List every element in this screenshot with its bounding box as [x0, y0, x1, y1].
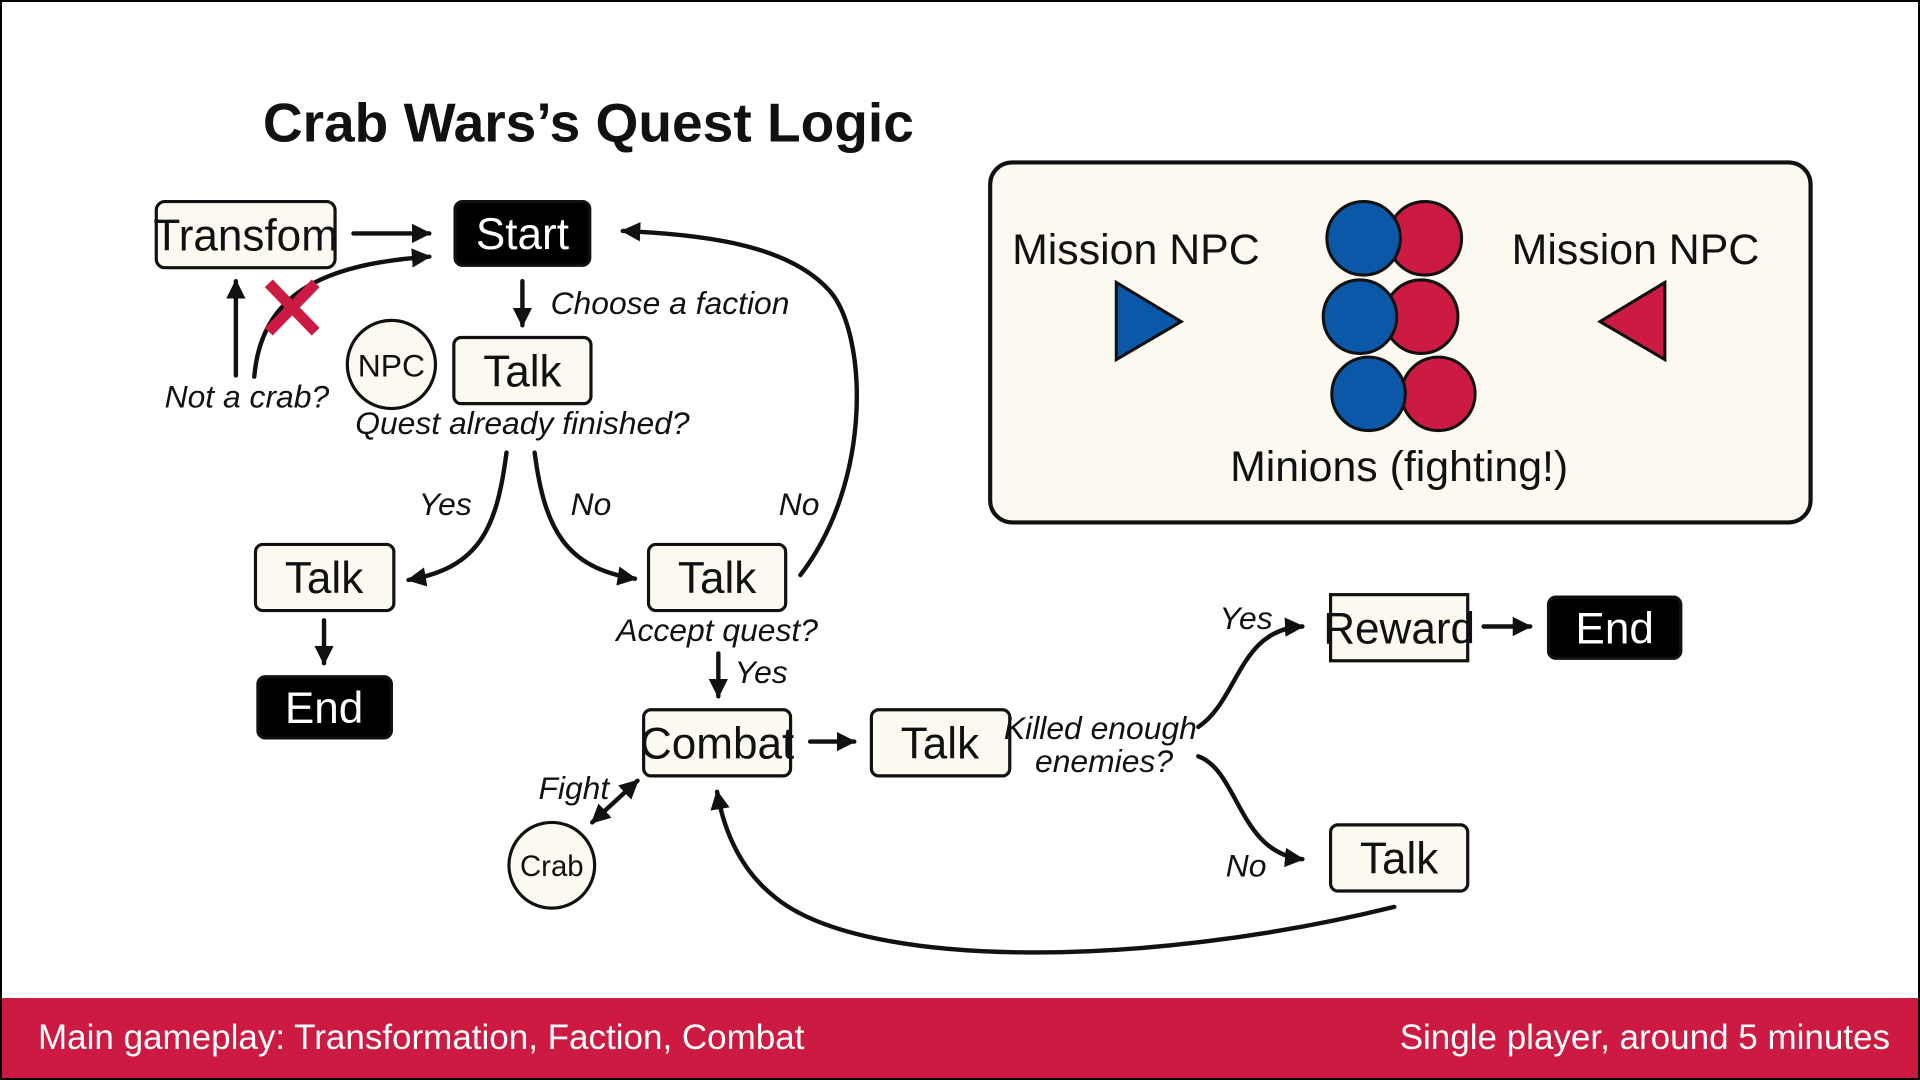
arrow-no-finished: [532, 450, 638, 586]
legend-panel: Mission NPC Mission NPC Minions (fightin…: [988, 160, 1813, 525]
node-talk-check-label: Talk: [901, 720, 980, 769]
arrow-fight-bidirectional: [590, 778, 640, 825]
label-no-accept: No: [779, 486, 820, 522]
node-talk-no: Talk: [1328, 823, 1470, 893]
blocked-x-icon: [264, 279, 320, 336]
node-end-right-label: End: [1575, 604, 1653, 653]
legend-mission-npc-left: Mission NPC: [1012, 226, 1260, 274]
node-talk-no-label: Talk: [1360, 835, 1439, 884]
edges: [226, 222, 1533, 955]
node-talk-quest: Talk: [452, 335, 593, 406]
label-accept-quest: Accept quest?: [614, 612, 818, 648]
label-yes-finished: Yes: [419, 486, 472, 522]
node-transform-label: Transfom: [153, 211, 338, 260]
node-start: Start: [453, 200, 592, 267]
node-end-left-label: End: [285, 684, 363, 733]
legend-mission-npc-right: Mission NPC: [1512, 226, 1760, 274]
node-end-right: End: [1546, 595, 1683, 660]
diagram-title: Crab Wars’s Quest Logic: [263, 92, 914, 154]
node-talk-accept: Talk: [646, 542, 788, 613]
arrow-retry-to-combat: [710, 789, 1397, 955]
node-talk-check: Talk: [869, 708, 1012, 778]
arrow-no-to-talk: [1196, 754, 1305, 868]
label-yes-accept: Yes: [735, 654, 788, 690]
node-start-label: Start: [476, 210, 569, 259]
label-not-a-crab: Not a crab?: [165, 378, 330, 414]
label-no-retry: No: [1226, 847, 1267, 883]
edge-labels: Choose a faction Not a crab? Quest alrea…: [165, 285, 1273, 883]
blue-npc-triangle-icon: [1114, 279, 1185, 363]
node-crab: Crab: [507, 820, 597, 910]
red-npc-triangle-icon: [1596, 279, 1667, 363]
node-crab-label: Crab: [520, 850, 584, 883]
label-quest-finished: Quest already finished?: [355, 405, 690, 441]
red-minion-icon: [1400, 355, 1477, 433]
label-killed-line1: Killed enough: [1004, 710, 1197, 746]
label-killed-line2: enemies?: [1035, 743, 1173, 779]
node-talk-yes: Talk: [253, 542, 396, 613]
node-reward: Reward: [1323, 593, 1475, 663]
label-choose-faction: Choose a faction: [551, 285, 790, 321]
footer-players: Single player, around 5 minutes: [1399, 1018, 1890, 1057]
node-combat: Combat: [640, 708, 794, 778]
node-talk-quest-label: Talk: [483, 347, 562, 396]
node-transform: Transfom: [153, 200, 338, 270]
arrow-yes-to-reward: [1196, 617, 1305, 730]
node-talk-accept-label: Talk: [678, 554, 757, 603]
arrow-yes-finished: [406, 450, 509, 587]
footer-bar: Main gameplay: Transformation, Faction, …: [2, 998, 1918, 1078]
label-yes-reward: Yes: [1220, 600, 1273, 636]
node-end-left: End: [256, 675, 393, 740]
minions-cluster-icon: [1321, 200, 1477, 433]
label-no-finished: No: [571, 486, 612, 522]
node-npc: NPC: [345, 318, 438, 411]
blue-minion-icon: [1325, 200, 1402, 277]
node-talk-yes-label: Talk: [285, 554, 364, 603]
node-reward-label: Reward: [1323, 604, 1475, 653]
node-npc-label: NPC: [358, 348, 425, 384]
legend-minions: Minions (fighting!): [1230, 443, 1568, 491]
blue-minion-icon: [1321, 278, 1399, 355]
node-combat-label: Combat: [640, 720, 794, 769]
blue-minion-icon: [1330, 355, 1407, 433]
arrow-reject-to-start: [620, 222, 860, 578]
label-fight: Fight: [538, 770, 610, 806]
footer-gameplay: Main gameplay: Transformation, Faction, …: [38, 1018, 805, 1057]
